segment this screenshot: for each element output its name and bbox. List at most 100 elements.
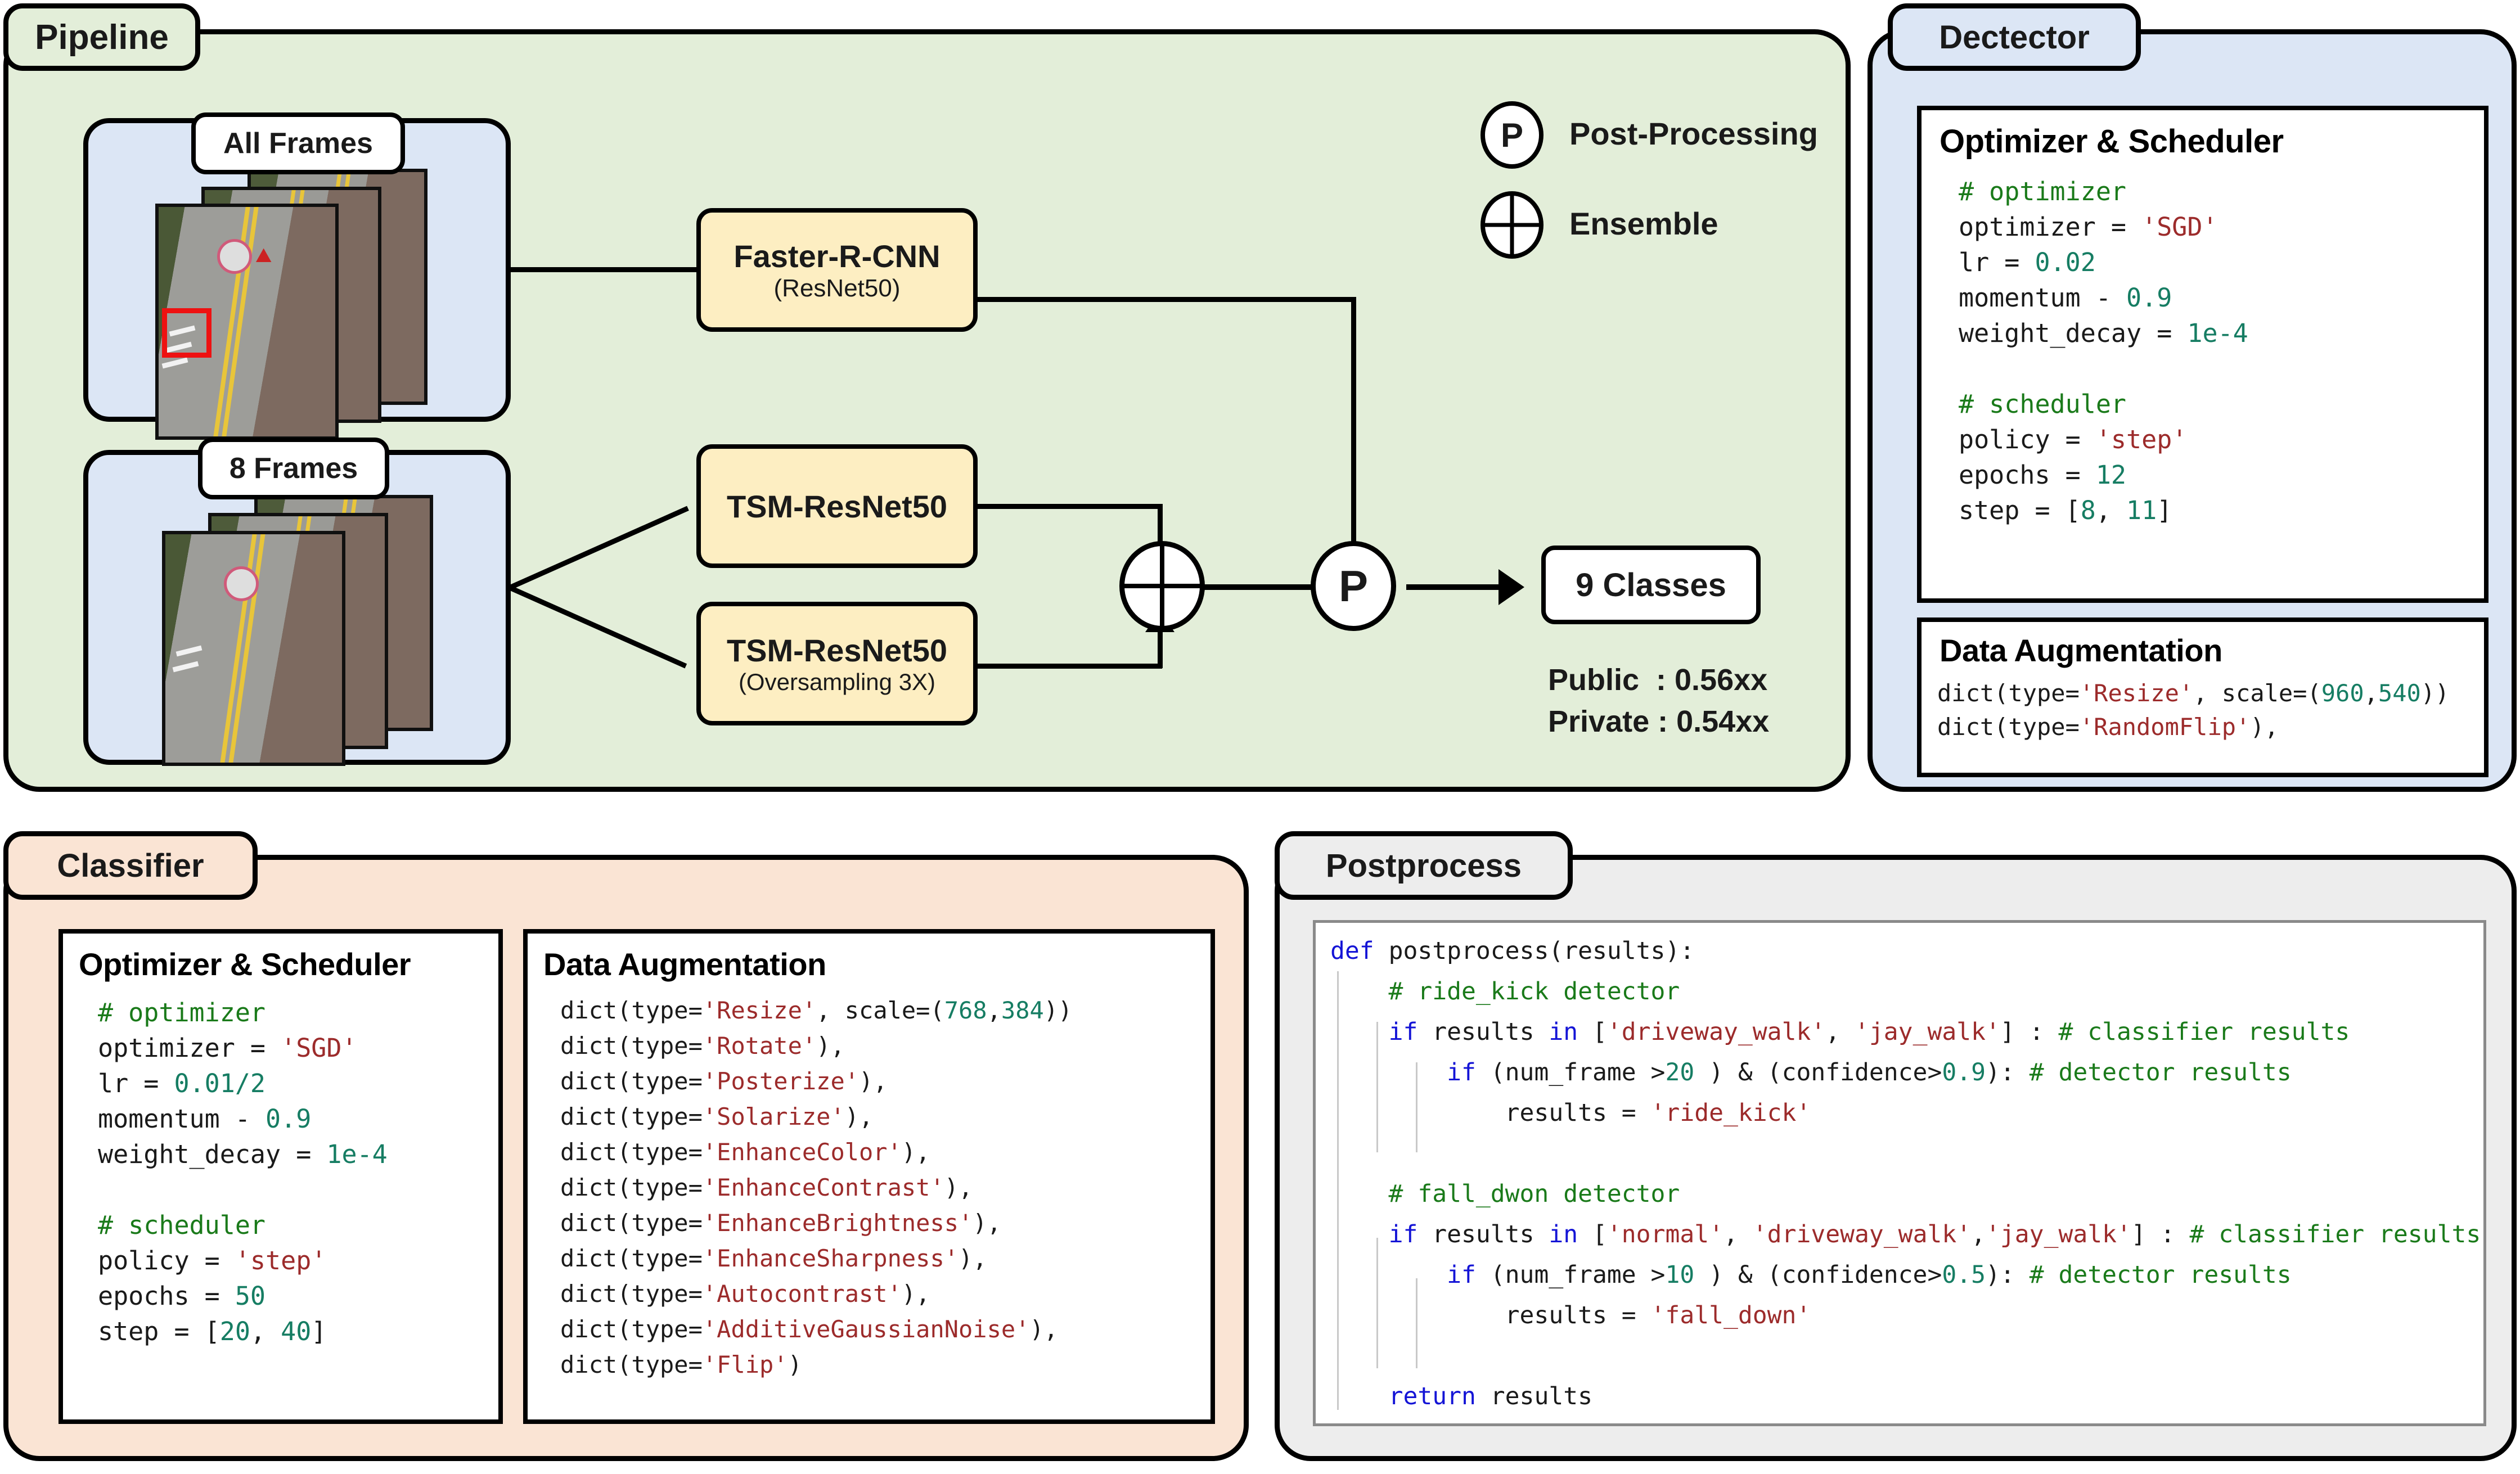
code-line: dict(type='Resize', scale=(768,384)) [560,997,1073,1024]
code-line: epochs = 50 [98,1281,266,1311]
indent-guide-2 [1376,1022,1378,1152]
code-line: if (num_frame >10 ) & (confidence>0.5): … [1447,1261,2292,1289]
detection-bbox [162,308,212,358]
post-processing-node[interactable]: P [1311,541,1396,631]
detector-augmentation-box: Data Augmentation dict(type='Resize', sc… [1917,617,2488,777]
detector-augmentation-code: dict(type='Resize', scale=(960,540)) dict… [1937,677,2484,744]
edge-p-to-output [1406,584,1508,590]
code-line: # optimizer [98,998,266,1027]
code-line: if results in ['driveway_walk', 'jay_wal… [1388,1018,2350,1046]
model-tsm-resnet50-oversampling[interactable]: TSM-ResNet50 (Oversampling 3X) [696,602,978,725]
detector-tab: Dectector [1888,3,2141,71]
eight-frames-label-text: 8 Frames [229,452,358,485]
code-line: optimizer = 'SGD' [98,1033,357,1063]
eight-frames-label: 8 Frames [198,438,389,499]
code-line: if results in ['normal', 'driveway_walk'… [1388,1220,2481,1248]
indent-guide-1 [1337,971,1339,1410]
model-faster-rcnn-title: Faster-R-CNN [734,238,940,274]
code-line [1330,1133,2481,1174]
post-processing-icon-glyph: P [1500,116,1524,154]
edge-allframes-to-rcnn [510,267,701,272]
edge-ensemble-to-p [1191,584,1377,590]
code-line: dict(type='Solarize'), [560,1103,874,1130]
pipeline-tab-label: Pipeline [35,17,169,57]
code-line: momentum - 0.9 [98,1104,312,1134]
code-line: dict(type='AdditiveGaussianNoise'), [560,1315,1059,1343]
indent-guide-4 [1376,1238,1378,1368]
code-line: policy = 'step' [1959,425,2188,454]
postprocess-code-box: def postprocess(results): # ride_kick de… [1313,920,2486,1426]
edge-tsm1-down [1158,504,1163,573]
arrowhead-p-to-output [1498,569,1524,605]
edge-tsm2-up [1158,630,1163,668]
code-line: momentum - 0.9 [1959,283,2172,313]
code-line: results = 'fall_down' [1330,1301,1811,1329]
indent-guide-5 [1416,1278,1418,1368]
edge-tsm2-right [973,664,1162,669]
all-frames-label-text: All Frames [223,127,373,160]
video-frame-front [155,204,339,440]
score-private: Private : 0.54xx [1548,705,1770,738]
ensemble-cross-h [1124,584,1200,588]
code-line: dict(type='EnhanceBrightness'), [560,1209,1001,1237]
model-tsm-oversampling-subtitle: (Oversampling 3X) [738,668,936,695]
classifier-tab-label: Classifier [57,847,204,884]
legend-post-processing-label: Post-Processing [1569,116,1818,151]
classifier-tab: Classifier [3,831,258,900]
code-line: dict(type='Resize', scale=(960,540)) [1937,679,2450,707]
pipeline-tab: Pipeline [3,3,200,71]
code-line [98,1172,498,1207]
ensemble-icon [1480,191,1544,259]
edge-rcnn-down [1351,297,1356,556]
output-classes-label: 9 Classes [1576,566,1726,603]
code-line: step = [20, 40] [98,1317,327,1346]
model-tsm-oversampling-title: TSM-ResNet50 [726,632,948,668]
model-tsm-resnet50-title: TSM-ResNet50 [726,488,948,524]
ensemble-icon-cross-h [1485,223,1539,227]
code-line: weight_decay = 1e-4 [98,1139,388,1169]
code-line: dict(type='Posterize'), [560,1067,888,1095]
code-line: if (num_frame >20 ) & (confidence>0.9): … [1447,1058,2292,1087]
code-line: optimizer = 'SGD' [1959,212,2218,242]
postprocess-code: def postprocess(results): # ride_kick de… [1330,931,2481,1417]
output-classes-box: 9 Classes [1541,546,1761,624]
code-line: # scheduler [98,1210,266,1240]
code-line: lr = 0.01/2 [98,1069,266,1098]
edge-tsm1-right [973,504,1162,509]
postprocess-tab: Postprocess [1275,831,1573,900]
indent-guide-3 [1416,1062,1418,1152]
code-line: results = 'ride_kick' [1330,1099,1811,1127]
model-tsm-resnet50[interactable]: TSM-ResNet50 [696,444,978,568]
model-faster-rcnn[interactable]: Faster-R-CNN (ResNet50) [696,208,978,332]
classifier-augmentation-title: Data Augmentation [543,946,826,982]
code-line: dict(type='EnhanceSharpness'), [560,1245,987,1272]
code-line: dict(type='Flip') [560,1351,802,1378]
detector-augmentation-title: Data Augmentation [1940,633,2222,668]
code-line: epochs = 12 [1959,460,2127,490]
all-frames-label: All Frames [191,112,405,174]
postprocess-tab-label: Postprocess [1325,847,1522,884]
code-line: lr = 0.02 [1959,247,2096,277]
code-line: return results [1388,1382,1592,1410]
model-faster-rcnn-subtitle: (ResNet50) [773,274,901,302]
detector-tab-label: Dectector [1939,19,2090,56]
ensemble-node[interactable] [1119,541,1205,631]
legend-ensemble-label: Ensemble [1569,206,1718,241]
post-processing-node-glyph: P [1338,561,1369,611]
classifier-augmentation-code: dict(type='Resize', scale=(768,384)) dict… [560,993,1210,1382]
code-line: # scheduler [1959,389,2127,419]
code-line: dict(type='EnhanceColor'), [560,1138,930,1166]
code-line [1330,1336,2481,1376]
code-line: dict(type='Autocontrast'), [560,1280,930,1308]
code-line: policy = 'step' [98,1246,327,1275]
post-processing-icon: P [1480,101,1544,169]
code-line: dict(type='Rotate'), [560,1032,845,1060]
video-frame-front-2 [162,531,345,766]
code-line: dict(type='RandomFlip'), [1937,713,2279,741]
code-line: def postprocess(results): [1330,937,1695,965]
code-line: dict(type='EnhanceContrast'), [560,1174,973,1201]
classifier-optimizer-code: # optimizer optimizer = 'SGD' lr = 0.01/2 m… [98,995,498,1349]
